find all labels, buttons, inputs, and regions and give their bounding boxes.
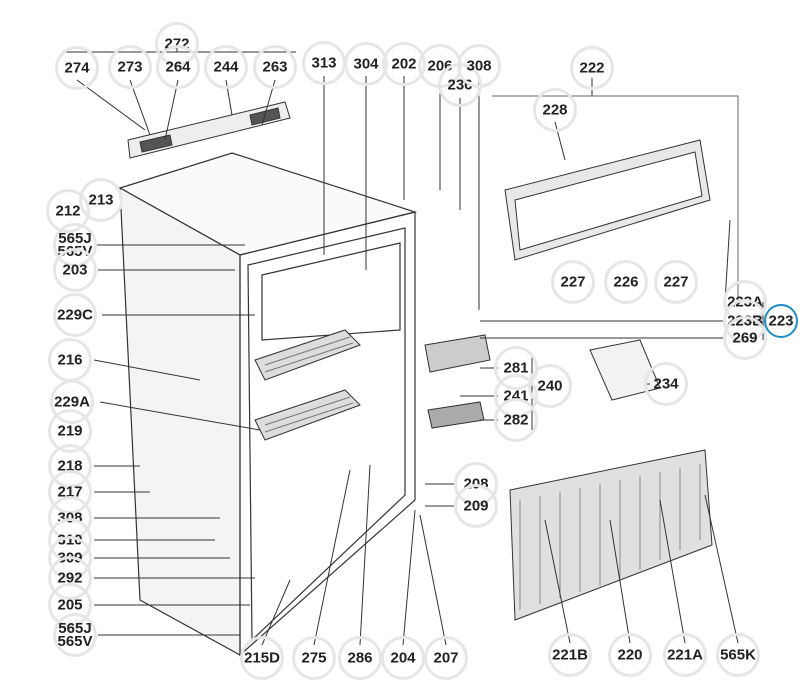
callout-circle (716, 633, 760, 677)
part-label-221A: 221A (667, 646, 703, 664)
callout-circle (53, 293, 97, 337)
part-label-213: 213 (88, 191, 114, 209)
callout-circle (494, 398, 538, 442)
callout-circle (457, 44, 501, 88)
callout-circle (723, 316, 767, 360)
part-label-204: 204 (390, 649, 416, 667)
part-label-203: 203 (62, 261, 88, 279)
part-label-274: 274 (64, 59, 90, 77)
part-label-218: 218 (57, 457, 83, 475)
plate-282 (427, 401, 485, 429)
part-label-313: 313 (311, 54, 337, 72)
top-hinge-bar (127, 101, 291, 159)
part-label-226: 226 (613, 273, 639, 291)
callout-circle (533, 88, 577, 132)
door-group-box (492, 95, 739, 300)
part-label-244: 244 (213, 58, 239, 76)
part-label-281: 281 (503, 359, 529, 377)
callout-circle (663, 633, 707, 677)
part-label-227: 227 (663, 273, 689, 291)
part-label-205: 205 (57, 596, 83, 614)
callout-circle (292, 636, 336, 680)
callout-circle (253, 45, 297, 89)
callout-circle (644, 362, 688, 406)
part-label-240: 240 (537, 377, 563, 395)
part-label-229A: 229A (54, 393, 90, 411)
part-label-269: 269 (732, 329, 758, 347)
shelves (254, 329, 361, 441)
callout-circle (55, 46, 99, 90)
part-label-228: 228 (542, 101, 568, 119)
callout-circle (108, 45, 152, 89)
part-label-308: 308 (466, 57, 492, 75)
part-label-217: 217 (57, 483, 83, 501)
part-label-273: 273 (117, 58, 143, 76)
part-label-207: 207 (433, 649, 459, 667)
callout-circle (79, 178, 123, 222)
leader-lines (76, 76, 764, 646)
part-label-202: 202 (391, 55, 417, 73)
callout-circle (570, 46, 614, 90)
callout-circle (53, 248, 97, 292)
part-label-216: 216 (57, 351, 83, 369)
callout-circle (454, 484, 498, 528)
callout-circle (551, 260, 595, 304)
part-label-219: 219 (57, 422, 83, 440)
callout-circle (608, 633, 652, 677)
callout-circle (381, 636, 425, 680)
vent-grille (509, 449, 713, 621)
callout-circle (424, 636, 468, 680)
callout-circle (764, 304, 798, 338)
part-label-275: 275 (301, 649, 327, 667)
part-label-222: 222 (579, 59, 605, 77)
part-label-221B: 221B (552, 646, 588, 664)
part-label-286: 286 (347, 649, 373, 667)
part-label-215D: 215D (244, 649, 280, 667)
part-label-304: 304 (353, 55, 379, 73)
part-label-565J-565V: 565J 565V (57, 620, 93, 650)
part-label-229C: 229C (57, 306, 93, 324)
freezer-door (504, 139, 711, 261)
callout-circle (53, 613, 97, 657)
part-label-263: 263 (262, 58, 288, 76)
callout-circle (156, 45, 200, 89)
callout-circle (604, 260, 648, 304)
part-label-209: 209 (463, 497, 489, 515)
part-label-292: 292 (57, 569, 83, 587)
part-label-565K: 565K (720, 646, 756, 664)
callout-circle (548, 633, 592, 677)
callout-circle (338, 636, 382, 680)
callout-circle (654, 260, 698, 304)
part-label-220: 220 (617, 646, 643, 664)
part-label-234: 234 (653, 375, 679, 393)
part-label-282: 282 (503, 411, 529, 429)
part-label-223: 223 (768, 312, 794, 330)
cover-281 (424, 334, 491, 373)
callout-circle (240, 636, 284, 680)
part-label-227: 227 (560, 273, 586, 291)
part-label-212: 212 (55, 202, 81, 220)
part-label-264: 264 (165, 58, 191, 76)
callout-circle (204, 45, 248, 89)
cabinet (118, 152, 418, 657)
